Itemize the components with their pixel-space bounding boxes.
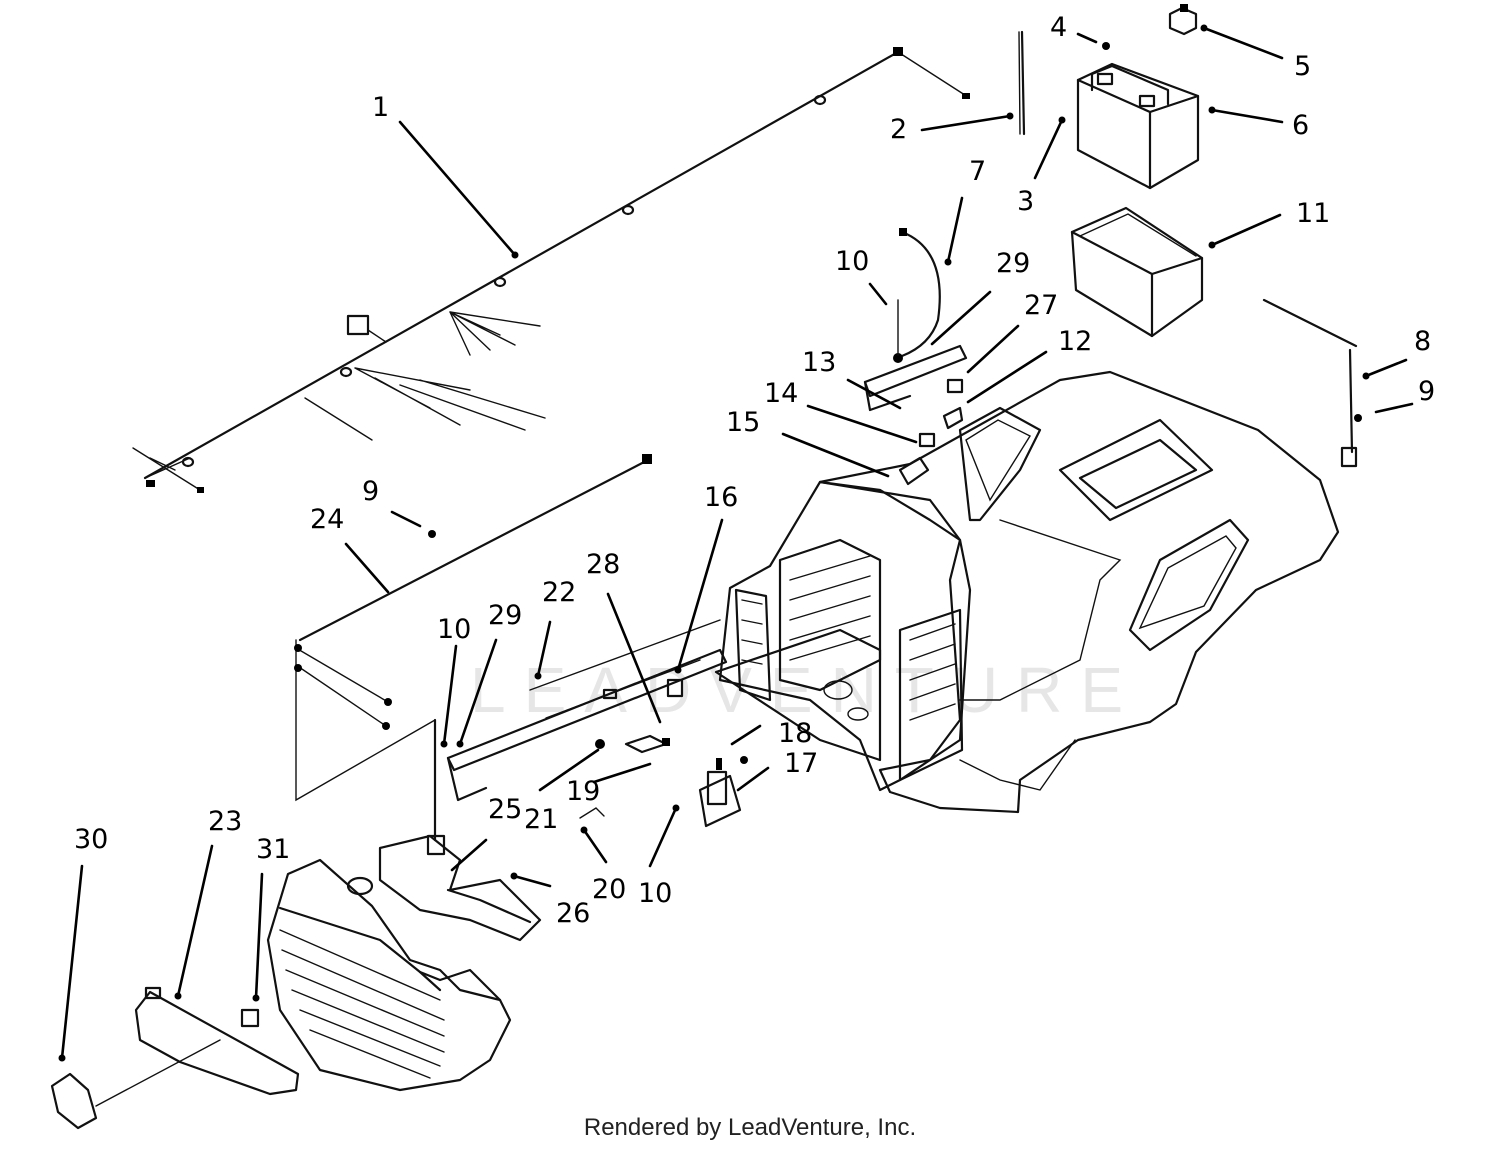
strap-screw (1354, 414, 1362, 422)
callout-21: 21 (524, 804, 558, 835)
callout-7: 7 (969, 156, 986, 187)
callout-1: 1 (372, 92, 389, 123)
screw-9 (428, 530, 436, 538)
leader-lines (60, 26, 1414, 1060)
callout-4: 4 (1050, 12, 1067, 43)
callout-5: 5 (1294, 51, 1311, 82)
battery-rod (1018, 30, 1026, 136)
credit-footer: Rendered by LeadVenture, Inc. (583, 1114, 917, 1141)
callout-31: 31 (256, 834, 290, 865)
grille-bar (134, 986, 300, 1096)
callout-10-left: 10 (437, 614, 471, 645)
callout-29-lower: 29 (488, 600, 522, 631)
callout-13: 13 (802, 347, 836, 378)
hold-down-strap (1262, 298, 1358, 468)
solenoid (698, 756, 748, 828)
emblem (50, 1072, 98, 1130)
callout-15: 15 (726, 407, 760, 438)
callout-labels: 1 2 3 4 5 6 7 10 29 11 27 12 13 14 15 8 … (74, 12, 1435, 929)
dash-frame (714, 480, 972, 792)
callout-3: 3 (1017, 186, 1034, 217)
callout-26: 26 (556, 898, 590, 929)
callout-16: 16 (704, 482, 738, 513)
callout-11: 11 (1296, 198, 1330, 229)
callout-17: 17 (784, 748, 818, 779)
battery (1076, 62, 1200, 190)
hood (266, 858, 512, 1092)
leader-dots (58, 24, 1370, 1062)
callout-8: 8 (1414, 326, 1431, 357)
callout-12: 12 (1058, 326, 1092, 357)
callout-28: 28 (586, 549, 620, 580)
headlight-assembly (346, 834, 542, 942)
callout-23: 23 (208, 806, 242, 837)
ignition-switch (579, 734, 670, 819)
callout-27: 27 (1024, 290, 1058, 321)
callout-22: 22 (542, 577, 576, 608)
watermark: LEADVENTURE (470, 654, 1141, 726)
callout-9-right: 9 (1418, 376, 1435, 407)
callout-10-lower: 10 (638, 878, 672, 909)
callout-29-upper: 29 (996, 248, 1030, 279)
callout-20: 20 (592, 874, 626, 905)
terminal-cap (1168, 4, 1198, 36)
callout-25: 25 (488, 794, 522, 825)
callout-14: 14 (764, 378, 798, 409)
mounting-bracket (863, 299, 968, 412)
callout-30: 30 (74, 824, 108, 855)
callout-9-left: 9 (362, 476, 379, 507)
battery-nut (1102, 42, 1110, 50)
callout-18: 18 (778, 718, 812, 749)
front-harness (294, 454, 652, 842)
callout-6: 6 (1292, 110, 1309, 141)
wiring-harness (132, 47, 970, 493)
callout-2: 2 (890, 114, 907, 145)
callout-10-upper: 10 (835, 246, 869, 277)
battery-cable (899, 228, 941, 358)
callout-24: 24 (310, 504, 344, 535)
rear-fender (818, 370, 1340, 814)
battery-tray (1070, 206, 1204, 338)
callout-19: 19 (566, 776, 600, 807)
